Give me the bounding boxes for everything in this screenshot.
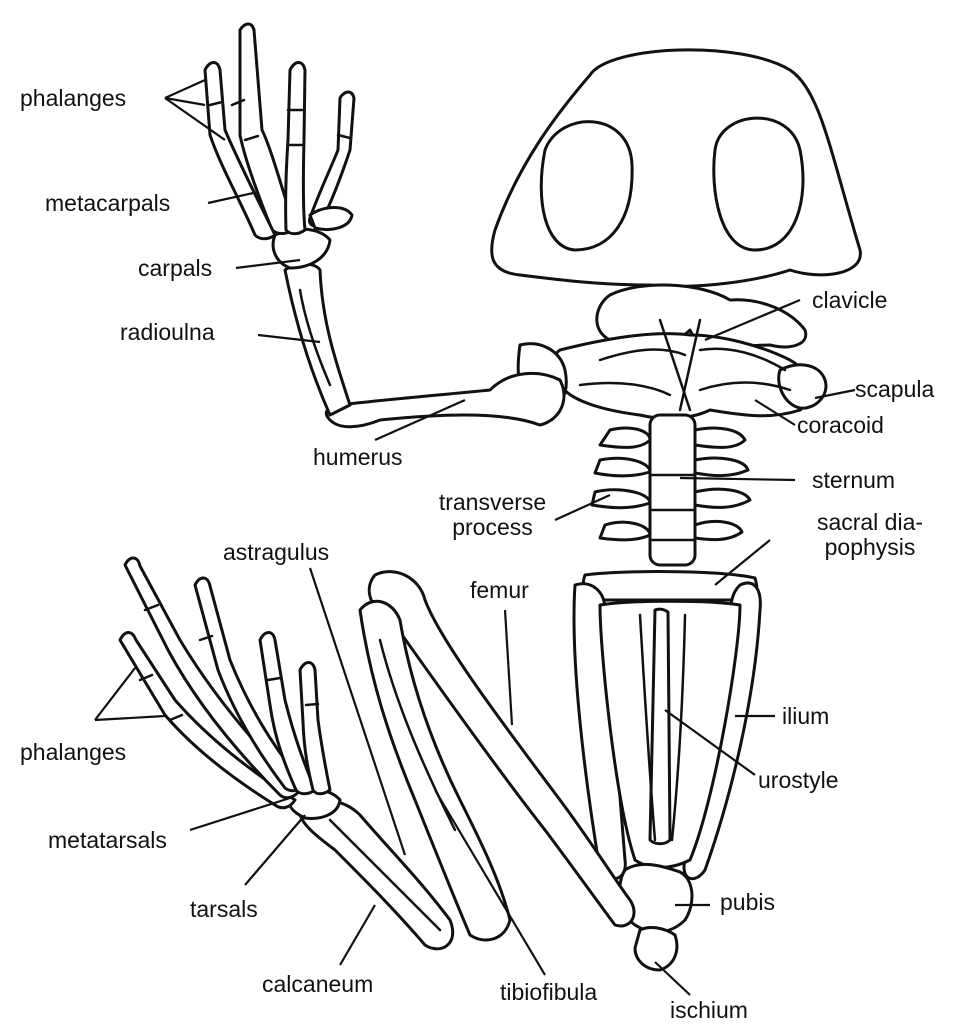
- hindlimb: [120, 558, 634, 949]
- label-humerus: humerus: [313, 445, 402, 470]
- label-tarsals: tarsals: [190, 897, 258, 922]
- sacral-vertebra: [583, 572, 757, 600]
- label-urostyle: urostyle: [758, 768, 839, 793]
- label-sacral-diapophysis: sacral dia- pophysis: [800, 510, 940, 560]
- label-sternum: sternum: [812, 468, 895, 493]
- label-radioulna: radioulna: [120, 320, 215, 345]
- label-carpals: carpals: [138, 256, 212, 281]
- vertebral-column: [592, 415, 750, 565]
- label-astragulus: astragulus: [223, 540, 329, 565]
- label-transverse-process-line1: transverse: [425, 490, 560, 515]
- label-femur: femur: [470, 578, 529, 603]
- label-ischium: ischium: [670, 998, 748, 1023]
- label-transverse-process-line2: process: [425, 515, 560, 540]
- label-sacral-line1: sacral dia-: [800, 510, 940, 535]
- label-tibiofibula: tibiofibula: [500, 980, 597, 1005]
- label-calcaneum: calcaneum: [262, 972, 373, 997]
- label-metatarsals: metatarsals: [48, 828, 167, 853]
- right-orbit: [714, 118, 803, 250]
- label-metacarpals: metacarpals: [45, 191, 170, 216]
- label-ilium: ilium: [782, 704, 829, 729]
- label-transverse-process: transverse process: [425, 490, 560, 540]
- label-pubis: pubis: [720, 890, 775, 915]
- label-scapula: scapula: [855, 377, 934, 402]
- label-phalanges-foot: phalanges: [20, 740, 126, 765]
- label-coracoid: coracoid: [797, 413, 884, 438]
- label-phalanges-hand: phalanges: [20, 86, 126, 111]
- humerus-bone: [326, 373, 564, 426]
- skull: [492, 50, 861, 286]
- label-sacral-line2: pophysis: [800, 535, 940, 560]
- label-clavicle: clavicle: [812, 288, 887, 313]
